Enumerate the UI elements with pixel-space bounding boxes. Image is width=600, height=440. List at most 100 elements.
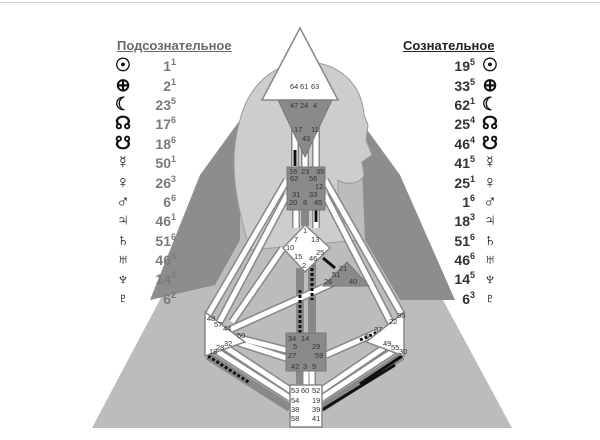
gate-label: 24	[300, 101, 308, 110]
activation-row: 335 ⊕	[430, 74, 501, 95]
gate-label: 59	[315, 351, 323, 360]
activation-row: 251♀	[430, 172, 501, 192]
gate-label: 26	[324, 277, 332, 286]
gate-label: 51	[332, 270, 340, 279]
ajna-center	[277, 99, 333, 159]
gate-label: 34	[288, 334, 296, 343]
gate-label: 13	[311, 235, 319, 244]
gate-number: 46	[155, 213, 171, 230]
gate-number: 14	[155, 271, 171, 288]
gate-label: 39	[312, 405, 320, 414]
line-number: 1	[469, 95, 475, 106]
gate-label: 18	[209, 347, 217, 356]
uranus-icon: ♅	[483, 249, 497, 270]
heart-center	[321, 261, 371, 287]
activation-row: 464 ☋	[430, 132, 501, 153]
line-number: 1	[469, 173, 475, 184]
gate-labels: 64 61 63 47 24 4 17 11 43 16 23 35 62 56…	[207, 82, 407, 423]
gate-number: 2	[163, 77, 171, 94]
uranus-icon: ♅	[116, 249, 130, 270]
gate-line: 16	[430, 193, 475, 210]
gate-number: 23	[155, 96, 171, 113]
gate-label: 50	[237, 331, 245, 340]
gate-number: 46	[454, 135, 470, 152]
activation-row: 63♇	[430, 288, 501, 308]
gate-line: 235	[134, 96, 176, 113]
activation-row: ♄516	[112, 229, 176, 250]
jupiter-icon: ♃	[116, 210, 130, 231]
gate-line: 251	[430, 174, 475, 191]
activation-row: ☿ 501	[112, 152, 176, 173]
activation-row: 415☿	[430, 152, 501, 172]
gate-label: 43	[302, 134, 310, 143]
saturn-icon: ♄	[116, 229, 130, 250]
line-number: 6	[170, 115, 176, 126]
line-number: 4	[469, 134, 475, 145]
mars-icon: ♂	[116, 190, 130, 211]
activation-row: ☊176	[112, 113, 176, 133]
gate-label: 36	[397, 311, 405, 320]
pluto-icon: ♇	[116, 287, 130, 308]
gate-line: 461	[134, 212, 176, 229]
gate-label: 60	[301, 386, 309, 395]
activation-row: ☾235	[112, 94, 176, 114]
gate-number: 46	[155, 252, 171, 269]
shadow-left	[150, 120, 240, 300]
line-number: 6	[469, 231, 475, 242]
activation-row: ☉11	[112, 55, 176, 75]
gate-label: 44	[223, 324, 231, 333]
line-number: 1	[170, 212, 176, 223]
divider	[0, 2, 600, 3]
gate-label: 55	[391, 343, 399, 352]
gate-label: 57	[214, 320, 222, 329]
neptune-icon: ♆	[483, 268, 497, 289]
gate-label: 45	[314, 198, 322, 207]
throat-center	[286, 166, 326, 211]
activation-row: 254☊	[430, 113, 501, 133]
line-number: 5	[469, 270, 475, 281]
gate-label: 58	[291, 414, 299, 423]
gate-line: 142	[134, 270, 176, 287]
line-number: 6	[469, 192, 475, 203]
gate-label: 49	[383, 339, 391, 348]
south-node-icon: ☋	[115, 132, 131, 153]
activation-row: ♃461	[112, 210, 176, 231]
gate-label: 17	[294, 125, 302, 134]
gate-number: 19	[454, 58, 470, 75]
gate-label: 19	[312, 396, 320, 405]
gate-label: 31	[292, 190, 300, 199]
line-number: 1	[170, 154, 176, 165]
gate-label: 62	[290, 174, 298, 183]
activation-row: 621☾	[430, 94, 501, 114]
line-number: 4	[469, 115, 475, 126]
mercury-icon: ☿	[116, 152, 130, 173]
design-title: Подсознательное	[117, 38, 232, 53]
gate-number: 62	[454, 96, 470, 113]
gate-label: 8	[303, 198, 307, 207]
gate-line: 415	[430, 154, 475, 171]
gate-label: 15	[294, 252, 302, 261]
gate-label: 7	[294, 235, 298, 244]
gate-number: 50	[155, 155, 171, 172]
gate-line: 63	[430, 290, 475, 307]
saturn-icon: ♄	[483, 229, 497, 250]
gate-label: 12	[315, 182, 323, 191]
south-node-icon: ☋	[482, 132, 498, 153]
mars-icon: ♂	[483, 190, 497, 211]
gate-label: 6	[365, 332, 369, 341]
gate-label: 61	[300, 82, 308, 91]
gate-label: 40	[349, 277, 357, 286]
gate-number: 18	[454, 213, 470, 230]
earth-icon: ⊕	[482, 74, 498, 95]
gate-label: 25	[316, 248, 324, 257]
gate-number: 25	[454, 116, 470, 133]
gate-label: 46	[309, 254, 317, 263]
sun-icon: ☉	[481, 55, 499, 76]
gate-line: 335	[430, 77, 475, 94]
gate-label: 41	[312, 414, 320, 423]
spleen-center	[204, 310, 247, 358]
line-number: 6	[170, 231, 176, 242]
gate-line: 621	[430, 96, 475, 113]
